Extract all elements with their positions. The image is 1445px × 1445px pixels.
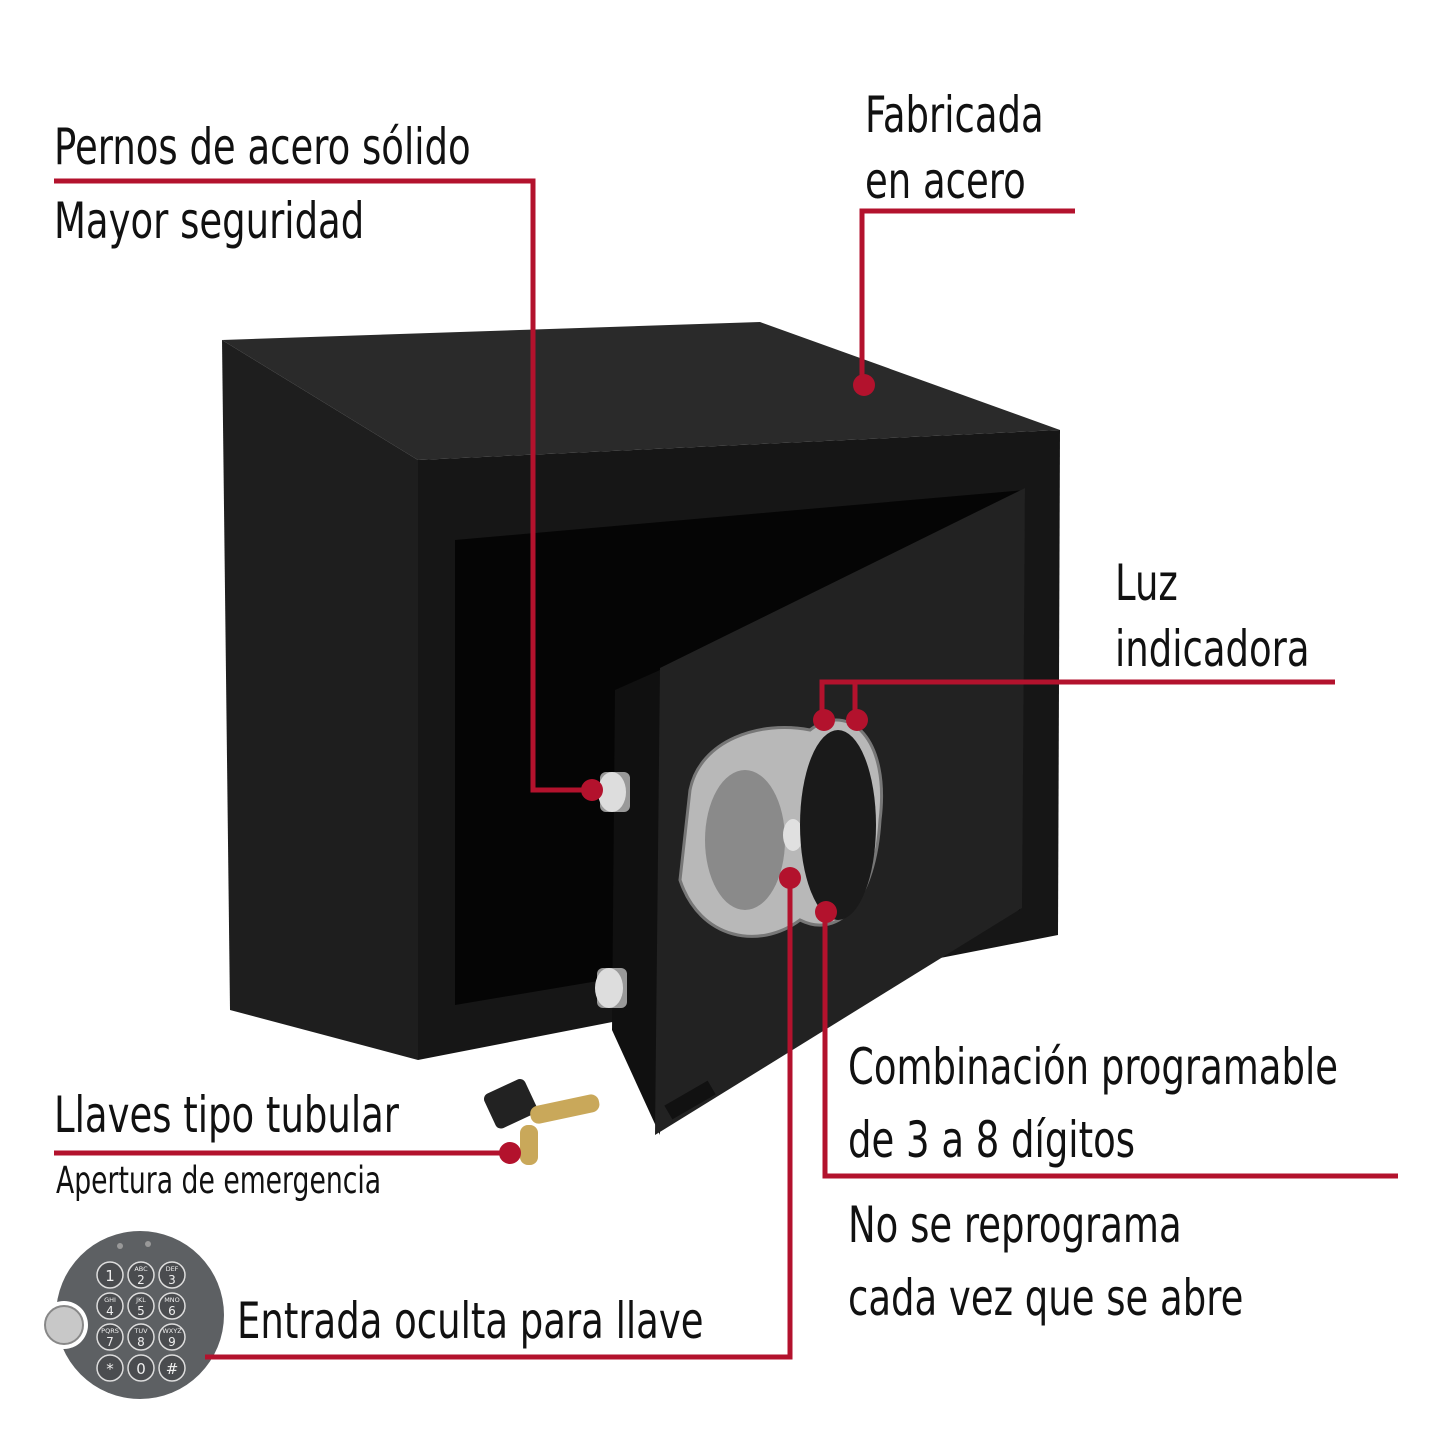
tubular-keys [484, 1079, 600, 1165]
keypad-key-letters: PQRS [101, 1327, 119, 1335]
keypad-key [127, 1354, 155, 1382]
keypad-key-letters: ABC [134, 1265, 148, 1273]
keypad-key [158, 1354, 186, 1382]
keypad-key [127, 1261, 155, 1289]
keypad-key-label: 5 [137, 1304, 145, 1318]
keypad-key-letters: JKL [135, 1296, 146, 1304]
callout-line-steel [859, 208, 1075, 385]
keypad-key [96, 1354, 124, 1382]
combination-note2: cada vez que se abre [848, 1269, 1244, 1327]
steel-line2: en acero [865, 152, 1026, 210]
keypad-key-label: 0 [136, 1360, 146, 1378]
callout-line-hidden-keyhole [205, 878, 793, 1360]
combination-note1: No se reprograma [848, 1196, 1182, 1254]
keypad-key [158, 1292, 186, 1320]
keys-title: Llaves tipo tubular [54, 1086, 400, 1144]
safe-door-edge [612, 670, 660, 1135]
keypad-key-letters: TUV [133, 1327, 148, 1335]
safe-top [222, 322, 1060, 460]
keypad-key-letters: WXYZ [162, 1327, 182, 1335]
electronic-lock [678, 718, 883, 938]
keypad-key-label: 9 [168, 1335, 176, 1349]
keypad-key [96, 1292, 124, 1320]
keypad-key [96, 1261, 124, 1289]
bolts-subtitle: Mayor seguridad [54, 192, 365, 250]
keypad-key-label: 4 [106, 1304, 114, 1318]
keypad-key [158, 1323, 186, 1351]
steel-bolts [595, 772, 630, 1008]
combination-line2: de 3 a 8 dígitos [848, 1111, 1136, 1169]
brand-logo [664, 1080, 716, 1120]
light-line2: indicadora [1115, 620, 1310, 678]
steel-line1: Fabricada [865, 86, 1044, 144]
keypad-key-label: # [166, 1360, 179, 1378]
keypad-key [158, 1261, 186, 1289]
combination-line1: Combinación programable [848, 1038, 1339, 1096]
callout-line-bolts [54, 178, 592, 793]
callout-line-combination [822, 912, 1398, 1179]
keypad-key-letters: GHI [104, 1296, 116, 1304]
keypad-key [127, 1292, 155, 1320]
keypad-key-label: 1 [105, 1267, 115, 1285]
callout-lines [54, 178, 1398, 1360]
keypad-key-letters: DEF [166, 1265, 179, 1273]
keypad-key-label: * [106, 1360, 114, 1378]
keys-subtitle: Apertura de emergencia [56, 1159, 382, 1202]
keypad-key-label: 3 [168, 1273, 176, 1287]
bolts-title: Pernos de acero sólido [54, 118, 471, 176]
keypad-key-label: 6 [168, 1304, 176, 1318]
keypad-key-label: 2 [137, 1273, 145, 1287]
light-line1: Luz [1115, 554, 1178, 612]
hidden-keyhole-title: Entrada oculta para llave [237, 1292, 704, 1350]
keypad-key-label: 7 [106, 1335, 114, 1349]
keypad-key [127, 1323, 155, 1351]
callout-dots [499, 374, 875, 1164]
safe-side [222, 340, 418, 1060]
keypad-key-letters: MNO [164, 1296, 180, 1304]
keypad-key-label: 8 [137, 1335, 145, 1349]
keypad-key [96, 1323, 124, 1351]
